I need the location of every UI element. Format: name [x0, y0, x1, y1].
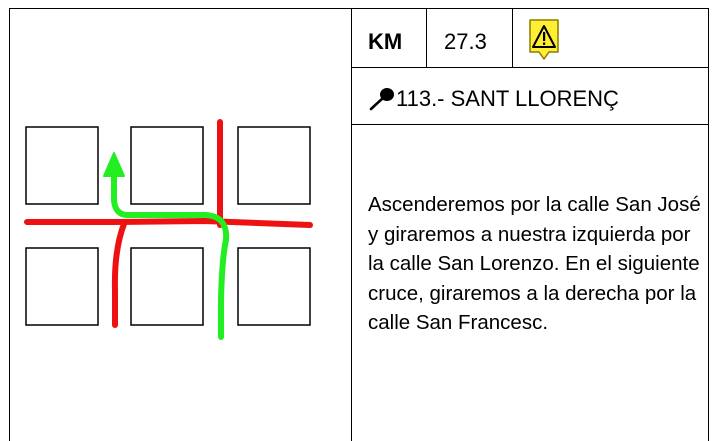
frame-divider: [351, 8, 352, 441]
warning-triangle-icon: [529, 19, 559, 60]
street-horizontal: [24, 217, 313, 228]
km-cell-divider-1: [426, 8, 427, 68]
intersection-diagram: [24, 119, 313, 340]
route-path: [111, 167, 230, 340]
frame-top: [9, 8, 709, 9]
city-block: [237, 126, 311, 205]
row-divider-1: [351, 67, 709, 68]
city-block: [25, 247, 99, 326]
location-row: 113.- SANT LLORENÇ: [368, 86, 619, 112]
km-value: 27.3: [444, 29, 487, 54]
location-label: 113.- SANT LLORENÇ: [396, 86, 619, 111]
km-label: KM: [368, 29, 403, 54]
frame-right: [708, 8, 709, 441]
city-block: [130, 247, 204, 326]
frame-left: [9, 8, 10, 441]
city-block: [25, 126, 99, 205]
route-description: Ascenderemos por la calle San José y gir…: [368, 193, 701, 334]
map-pin-icon: [369, 88, 394, 111]
city-block: [130, 126, 204, 205]
street-vertical-left: [111, 221, 127, 328]
city-block: [237, 247, 311, 326]
row-divider-2: [351, 124, 709, 125]
route-arrowhead: [103, 152, 125, 177]
km-cell-divider-2: [512, 8, 513, 68]
